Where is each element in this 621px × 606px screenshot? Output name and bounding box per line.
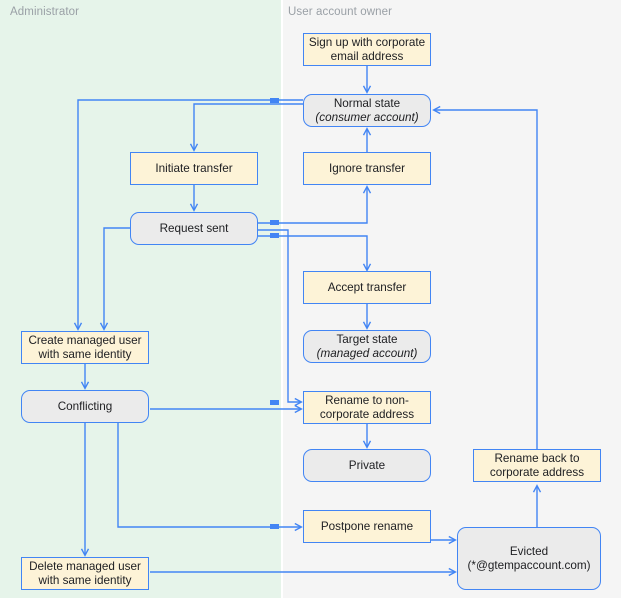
node-target-state-label: Target state <box>336 332 398 346</box>
swimlane-title-user-account-owner: User account owner <box>288 6 393 18</box>
node-request-sent[interactable]: Request sent <box>130 212 258 245</box>
node-initiate-transfer[interactable]: Initiate transfer <box>130 152 258 185</box>
node-sign-up[interactable]: Sign up with corporate email address <box>303 33 431 66</box>
node-evicted[interactable]: Evicted (*@gtempaccount.com) <box>457 527 601 590</box>
node-ignore-transfer[interactable]: Ignore transfer <box>303 152 431 185</box>
node-rename-non-corporate-label: Rename to non-corporate address <box>319 393 415 421</box>
node-private-label: Private <box>348 458 386 472</box>
swimlane-administrator <box>0 0 281 598</box>
junction-request-right-upper <box>270 220 279 225</box>
junction-request-right-lower <box>270 233 279 238</box>
node-private[interactable]: Private <box>303 449 431 482</box>
node-rename-non-corporate[interactable]: Rename to non-corporate address <box>303 391 431 424</box>
node-sign-up-label: Sign up with corporate email address <box>308 35 426 63</box>
node-target-state[interactable]: Target state (managed account) <box>303 330 431 363</box>
node-request-sent-label: Request sent <box>159 221 229 235</box>
node-rename-back-label: Rename back to corporate address <box>489 451 585 479</box>
node-conflicting-label: Conflicting <box>57 399 113 413</box>
node-postpone-rename-label: Postpone rename <box>320 519 414 533</box>
node-conflicting[interactable]: Conflicting <box>21 390 149 423</box>
junction-conflicting-right <box>270 400 279 405</box>
node-normal-state[interactable]: Normal state (consumer account) <box>303 94 431 127</box>
node-evicted-sublabel: (*@gtempaccount.com) <box>467 558 591 572</box>
node-create-managed-user-label: Create managed user with same identity <box>28 333 142 361</box>
node-accept-transfer[interactable]: Accept transfer <box>303 271 431 304</box>
node-ignore-transfer-label: Ignore transfer <box>328 161 405 175</box>
node-normal-state-label: Normal state <box>333 96 401 110</box>
node-target-state-sublabel: (managed account) <box>316 346 418 360</box>
swimlane-title-administrator: Administrator <box>10 6 80 18</box>
node-delete-managed-user[interactable]: Delete managed user with same identity <box>21 557 149 590</box>
node-postpone-rename[interactable]: Postpone rename <box>303 510 431 543</box>
node-delete-managed-user-label: Delete managed user with same identity <box>29 559 141 587</box>
node-evicted-label: Evicted <box>509 544 549 558</box>
node-create-managed-user[interactable]: Create managed user with same identity <box>21 331 149 364</box>
junction-postpone-left <box>270 524 279 529</box>
node-normal-state-sublabel: (consumer account) <box>315 110 419 124</box>
node-rename-back[interactable]: Rename back to corporate address <box>473 449 601 482</box>
node-accept-transfer-label: Accept transfer <box>327 280 407 294</box>
junction-normal-left <box>270 98 279 103</box>
node-initiate-transfer-label: Initiate transfer <box>155 161 233 175</box>
